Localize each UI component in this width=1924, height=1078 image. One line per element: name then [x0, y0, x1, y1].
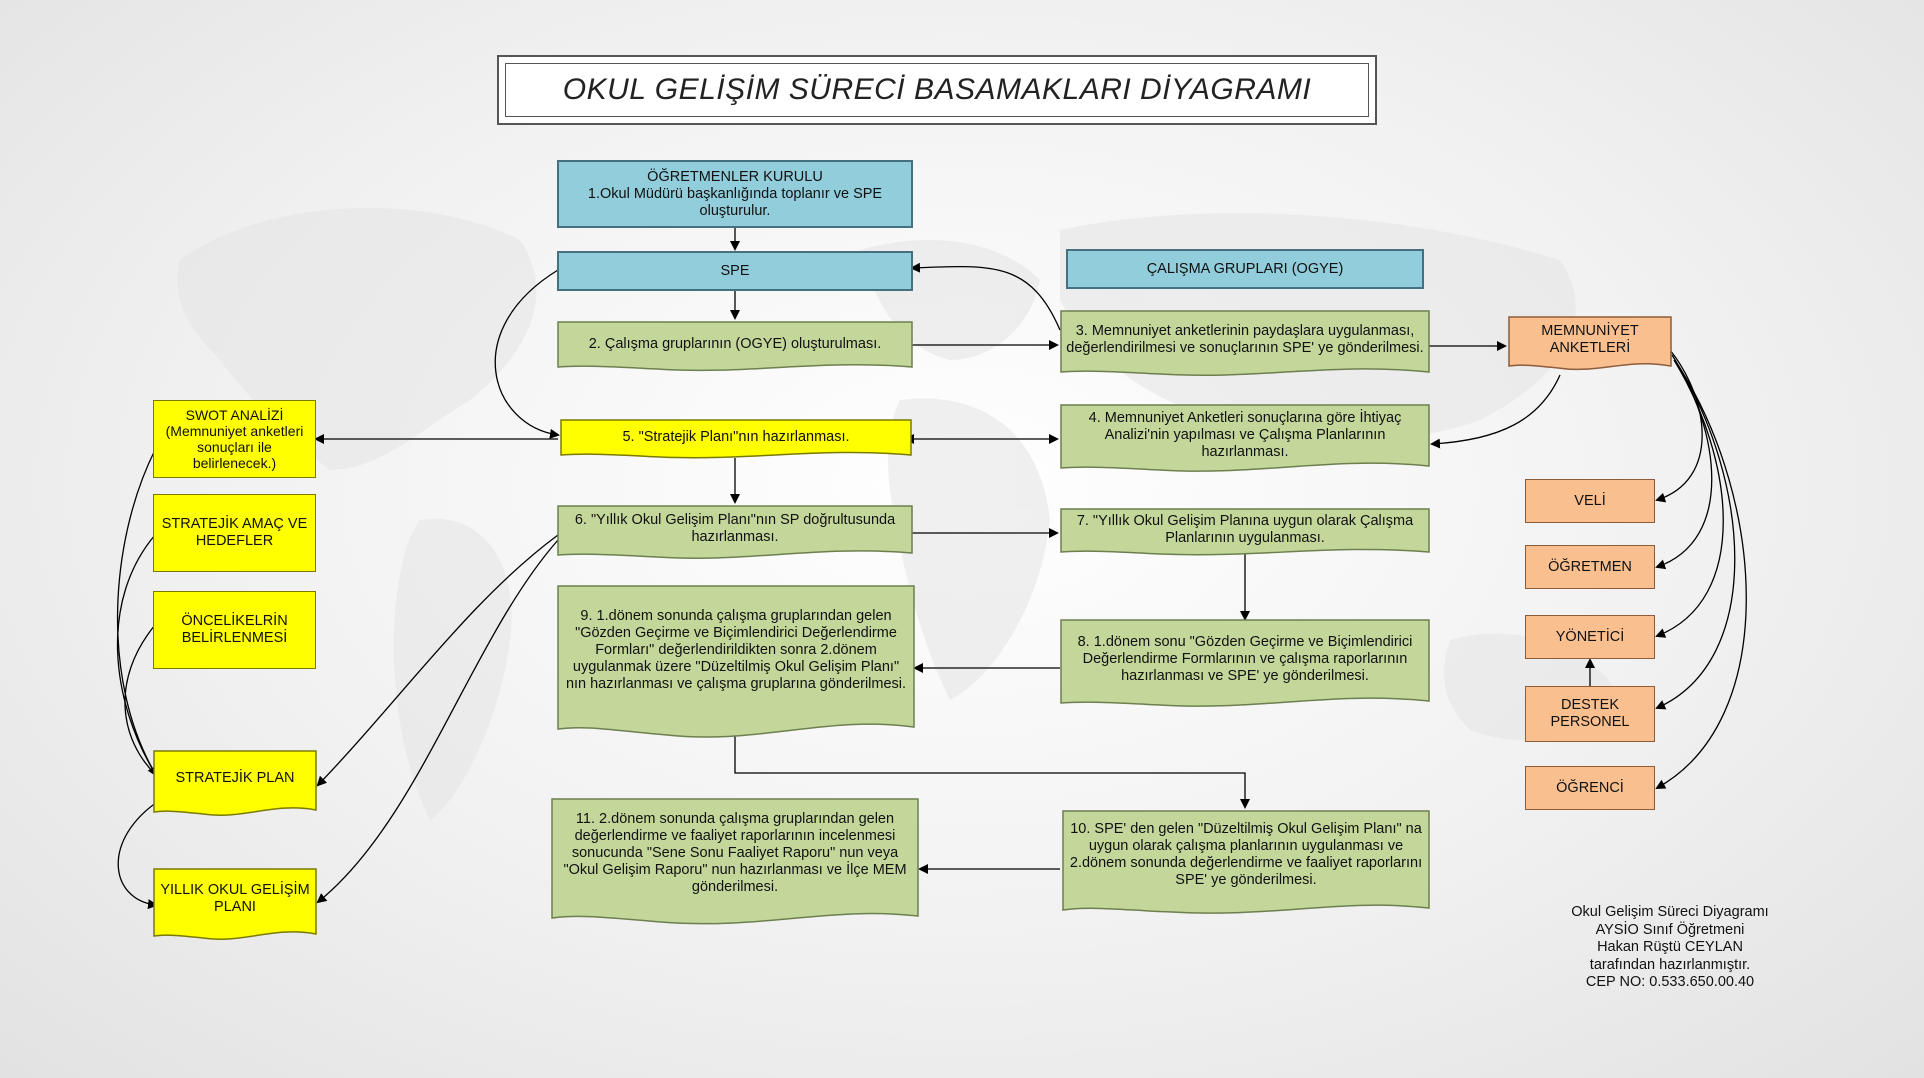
calisma-gruplari-text: ÇALIŞMA GRUPLARI (OGYE)	[1146, 260, 1344, 277]
yillik-okul-shape	[153, 868, 317, 940]
arrow-swot-stratplan	[116, 449, 158, 777]
arrow-anket-ogrenci	[1655, 364, 1747, 789]
step4-text: 4. Memnuniyet Anketleri sonuçlarına göre…	[1088, 409, 1402, 460]
arrow-step9-step10	[734, 728, 1250, 809]
arrow-oncelik-stratplan	[124, 624, 157, 776]
step5-text: 5. "Stratejik Planı"nın hazırlanması.	[622, 428, 850, 445]
arrow-anket-step4	[1430, 374, 1561, 449]
oncelikler-text: ÖNCELİKELRİN BELİRLENMESİ	[181, 613, 288, 646]
step5-shape	[560, 419, 912, 459]
step7-box: 7. "Yıllık Okul Gelişim Planına uygun ol…	[1060, 508, 1430, 552]
arrow-stratplan-yillik	[117, 799, 161, 910]
step7-shape	[1060, 508, 1430, 556]
step2-shape	[557, 321, 913, 372]
yillik-okul-text: YILLIK OKUL GELİŞİM PLANI	[160, 882, 310, 915]
step2-box: 2. Çalışma gruplarının (OGYE) oluşturulm…	[557, 321, 913, 367]
spe-text: SPE	[720, 262, 750, 279]
step6-text: 6. "Yıllık Okul Gelişim Planı"nın SP doğ…	[574, 512, 896, 545]
stratejik-plan-box: STRATEJİK PLAN	[153, 750, 317, 806]
step2-text: 2. Çalışma gruplarının (OGYE) oluşturulm…	[588, 335, 882, 352]
yillik-okul-box: YILLIK OKUL GELİŞİM PLANI	[153, 868, 317, 930]
arrow-step6-yillik	[316, 539, 559, 904]
step8-text: 8. 1.dönem sonu "Gözden Geçirme ve Biçim…	[1077, 633, 1413, 684]
diagram-title: OKUL GELİŞİM SÜRECİ BASAMAKLARI DİYAGRAM…	[562, 73, 1312, 106]
ogretmen-text: ÖĞRETMEN	[1548, 558, 1632, 575]
spe-box: SPE	[557, 251, 913, 291]
ogrenci-text: ÖĞRENCİ	[1556, 779, 1624, 796]
swot-text: SWOT ANALİZİ (Memnuniyet anketleri sonuç…	[165, 407, 304, 471]
step11-box: 11. 2.dönem sonunda çalışma gruplarından…	[551, 798, 919, 908]
arrow-step3-spe	[910, 262, 1061, 331]
step9-box: 9. 1.dönem sonunda çalışma gruplarından …	[557, 585, 915, 715]
stratejik-plan-text: STRATEJİK PLAN	[175, 769, 295, 786]
stratejik-amac-box: STRATEJİK AMAÇ VE HEDEFLER	[153, 494, 316, 572]
step6-box: 6. "Yıllık Okul Gelişim Planı"nın SP doğ…	[557, 505, 913, 553]
arrow-step6-stratplan	[316, 534, 559, 787]
step6-shape	[557, 505, 913, 559]
arrow-spe-step5	[494, 269, 560, 439]
step7-text: 7. "Yıllık Okul Gelişim Planına uygun ol…	[1076, 513, 1414, 546]
stratejik-amac-text: STRATEJİK AMAÇ VE HEDEFLER	[161, 516, 308, 549]
step9-shape	[557, 585, 915, 738]
memnuniyet-anketleri-text: MEMNUNİYET ANKETLERİ	[1541, 323, 1639, 356]
swot-box: SWOT ANALİZİ (Memnuniyet anketleri sonuç…	[153, 400, 316, 478]
step11-text: 11. 2.dönem sonunda çalışma gruplarından…	[563, 810, 907, 895]
step4-box: 4. Memnuniyet Anketleri sonuçlarına göre…	[1060, 404, 1430, 466]
oncelikler-box: ÖNCELİKELRİN BELİRLENMESİ	[153, 591, 316, 669]
step3-text: 3. Memnuniyet anketlerinin paydaşlara uy…	[1066, 323, 1424, 356]
step3-box: 3. Memnuniyet anketlerinin paydaşlara uy…	[1060, 310, 1430, 370]
step8-shape	[1060, 619, 1430, 707]
ogretmen-box: ÖĞRETMEN	[1525, 545, 1655, 589]
step4-shape	[1060, 404, 1430, 472]
step10-box: 10. SPE' den gelen "Düzeltilmiş Okul Gel…	[1062, 810, 1430, 900]
arrow-amac-stratplan	[116, 534, 157, 776]
ogretmenler-kurulu-box: ÖĞRETMENLER KURULU 1.Okul Müdürü başkanl…	[557, 160, 913, 228]
memnuniyet-anketleri-box: MEMNUNİYET ANKETLERİ	[1508, 316, 1672, 364]
veli-text: VELİ	[1574, 492, 1606, 509]
step8-box: 8. 1.dönem sonu "Gözden Geçirme ve Biçim…	[1060, 619, 1430, 699]
step5-box: 5. "Stratejik Planı"nın hazırlanması.	[560, 419, 912, 455]
arrow-anket-yonetici	[1655, 359, 1724, 638]
step3-shape	[1060, 310, 1430, 376]
arrow-anket-destek	[1655, 361, 1736, 710]
arrow-anket-veli	[1655, 349, 1703, 503]
step10-shape	[1062, 810, 1430, 914]
memnuniyet-shape	[1508, 316, 1672, 371]
diagram-title-frame: OKUL GELİŞİM SÜRECİ BASAMAKLARI DİYAGRAM…	[497, 55, 1377, 125]
ogrenci-box: ÖĞRENCİ	[1525, 766, 1655, 810]
arrow-anket-ogretmen	[1655, 354, 1713, 570]
yonetici-box: YÖNETİCİ	[1525, 615, 1655, 659]
veli-box: VELİ	[1525, 479, 1655, 523]
calisma-gruplari-box: ÇALIŞMA GRUPLARI (OGYE)	[1066, 249, 1424, 289]
step9-text: 9. 1.dönem sonunda çalışma gruplarından …	[565, 607, 907, 692]
destek-personel-text: DESTEK PERSONEL	[1550, 697, 1630, 730]
stratejik-plan-shape	[153, 750, 317, 816]
credit-text: Okul Gelişim Süreci Diyagramı AYSİO Sını…	[1571, 904, 1769, 990]
yonetici-text: YÖNETİCİ	[1555, 628, 1625, 645]
step10-text: 10. SPE' den gelen "Düzeltilmiş Okul Gel…	[1069, 821, 1423, 888]
destek-personel-box: DESTEK PERSONEL	[1525, 686, 1655, 742]
ogretmenler-kurulu-text: ÖĞRETMENLER KURULU 1.Okul Müdürü başkanl…	[587, 168, 883, 219]
step11-shape	[551, 798, 919, 925]
